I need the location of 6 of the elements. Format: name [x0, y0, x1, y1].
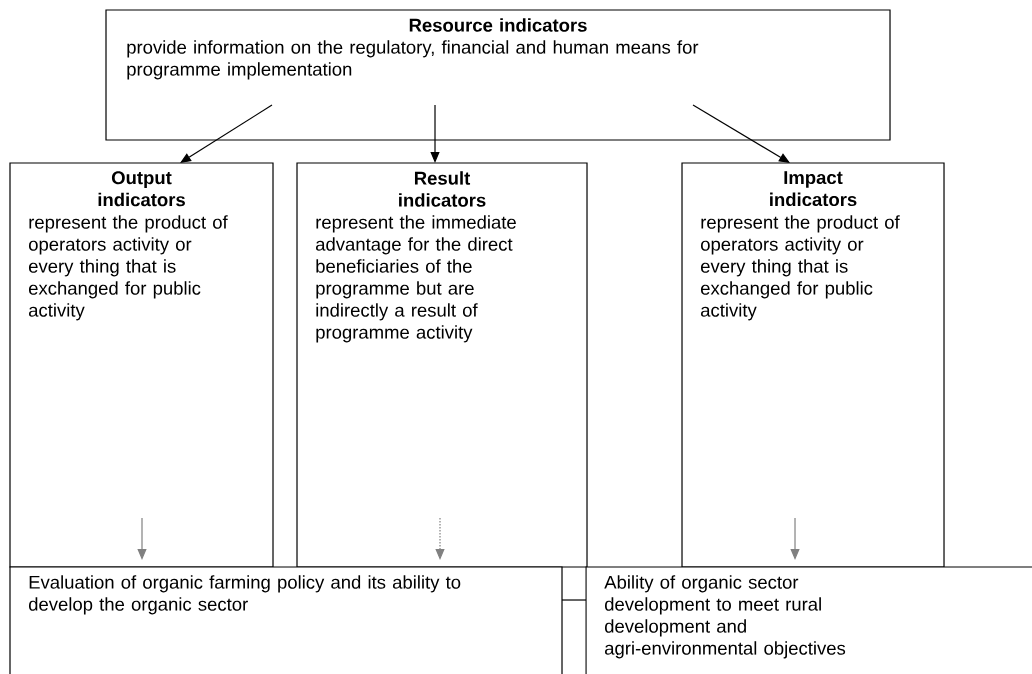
indicator-box: Resource indicators provide information on the regulatory, financial and human means for programme implementation — [105, 9, 891, 141]
evaluation-box: Evaluation of organic farming policy and its ability to develop the organic sector — [9, 566, 563, 674]
indicator-box: Output indicators represent the product of operators activity or every thing that is exchanged for public activity — [9, 162, 274, 568]
evaluation-box: Ability of organic sector development to meet rural development and agri-environmental objectives — [585, 566, 1032, 674]
arrow — [692, 104, 790, 163]
arrow — [180, 104, 273, 163]
